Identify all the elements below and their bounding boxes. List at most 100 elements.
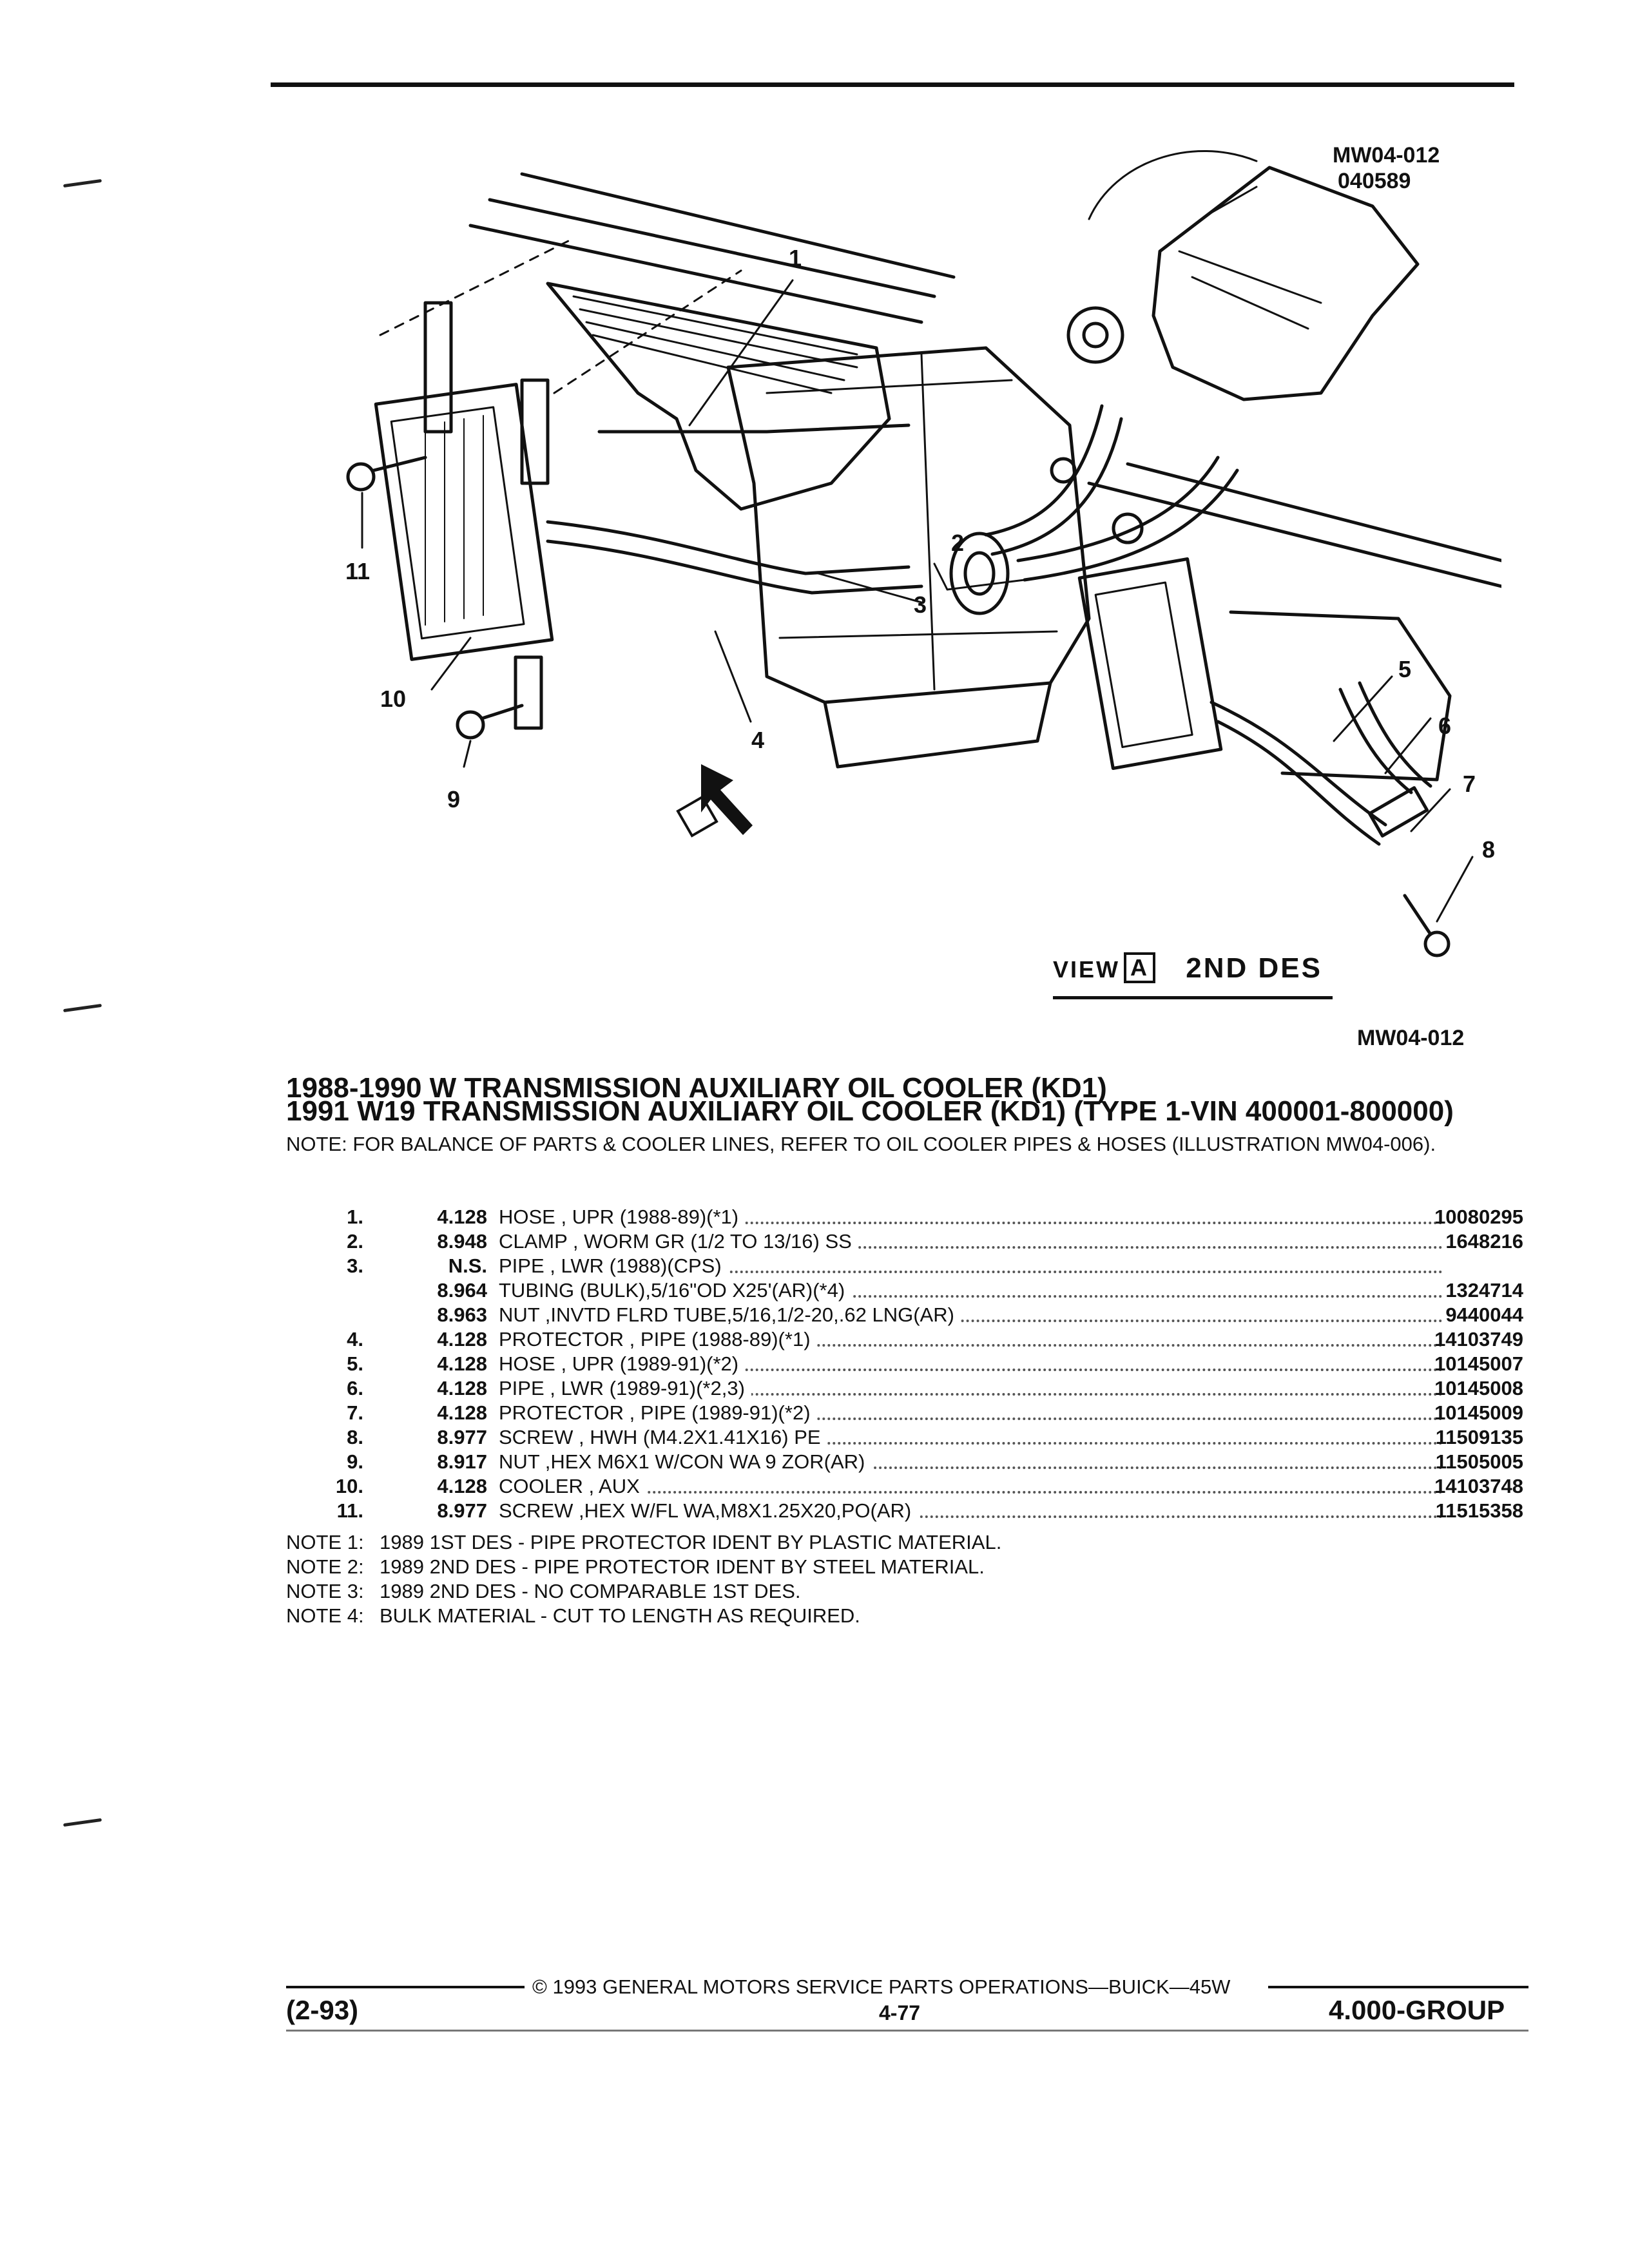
grille-slats <box>572 295 858 394</box>
group-ref: N.S. <box>448 1254 487 1277</box>
footer-rule-right <box>1268 1986 1528 1988</box>
footnote-text: 1989 2ND DES - NO COMPARABLE 1ST DES. <box>380 1580 801 1602</box>
aux-cooler-core <box>390 406 525 640</box>
part-description: NUT ,HEX M6X1 W/CON WA 9 ZOR(AR) <box>499 1450 1443 1474</box>
hood-line <box>468 224 923 324</box>
part-description: CLAMP , WORM GR (1/2 TO 13/16) SS <box>499 1229 1443 1254</box>
callout-8: 8 <box>1482 836 1496 863</box>
part-description: SCREW ,HEX W/FL WA,M8X1.25X20,PO(AR) <box>499 1499 1443 1523</box>
part-number: 10145007 <box>1434 1352 1523 1375</box>
item-number: 3. <box>347 1254 363 1277</box>
section-title-2: 1991 W19 TRANSMISSION AUXILIARY OIL COOL… <box>286 1095 1454 1127</box>
hose-upper <box>990 417 1123 556</box>
inset-body-line <box>1087 481 1501 588</box>
screw-11-shank <box>372 456 427 472</box>
inset-line <box>1216 720 1381 846</box>
group-ref: 8.917 <box>437 1450 487 1473</box>
footer-copyright: © 1993 GENERAL MOTORS SERVICE PARTS OPER… <box>532 1975 1231 1998</box>
part-description: PROTECTOR , PIPE (1989-91)(*2) <box>499 1401 1443 1425</box>
hose-lower <box>1023 468 1239 582</box>
part-number: 10145008 <box>1434 1377 1523 1399</box>
mount-bracket <box>520 378 550 485</box>
part-description: PROTECTOR , PIPE (1988-89)(*1) <box>499 1327 1443 1352</box>
part-number: 11515358 <box>1435 1499 1523 1522</box>
part-description: COOLER , AUX <box>499 1474 1443 1499</box>
transmission-detail <box>1088 149 1322 330</box>
part-description: HOSE , UPR (1988-89)(*1) <box>499 1205 1443 1229</box>
footnote-text: BULK MATERIAL - CUT TO LENGTH AS REQUIRE… <box>380 1604 860 1627</box>
scan-mark <box>63 178 102 188</box>
leader-2 <box>933 562 1026 591</box>
leader-7 <box>1410 788 1451 832</box>
illustration-id-bottom: MW04-012 <box>1357 1026 1465 1050</box>
part-row: 1. 4.128 HOSE , UPR (1988-89)(*1)10080295 <box>286 1205 1523 1229</box>
part-row: 3.N.S.PIPE , LWR (1988)(CPS) <box>286 1254 1523 1278</box>
group-ref: 4.128 <box>437 1328 487 1350</box>
alignment-line <box>379 237 575 336</box>
part-number: 10080295 <box>1434 1206 1523 1228</box>
scan-mark <box>63 1003 102 1013</box>
group-ref: 4.128 <box>437 1401 487 1424</box>
view-prefix: VIEW <box>1053 956 1121 983</box>
footnote-label: NOTE 2: <box>286 1555 364 1578</box>
inset-body-line <box>1126 462 1501 562</box>
hose-clamp <box>1050 457 1077 484</box>
hood-line <box>488 198 936 298</box>
part-number: 9440044 <box>1445 1303 1523 1326</box>
callout-10: 10 <box>380 686 407 712</box>
footnote-label: NOTE 4: <box>286 1604 364 1627</box>
callout-7: 7 <box>1463 771 1476 797</box>
part-description: TUBING (BULK),5/16"OD X25'(AR)(*4) <box>499 1278 1443 1303</box>
view-underline <box>1053 996 1333 999</box>
footnotes: NOTE 1:1989 1ST DES - PIPE PROTECTOR IDE… <box>286 1530 1001 1628</box>
footnote: NOTE 3: 1989 2ND DES - NO COMPARABLE 1ST … <box>286 1579 1001 1604</box>
inset-cooler <box>1077 557 1223 770</box>
part-number: 1648216 <box>1445 1230 1523 1253</box>
part-description: HOSE , UPR (1989-91)(*2) <box>499 1352 1443 1376</box>
footnote: NOTE 2:1989 2ND DES - PIPE PROTECTOR IDE… <box>286 1555 1001 1579</box>
item-number: 8. <box>347 1426 363 1448</box>
leader-3 <box>817 572 923 604</box>
item-number: 2. <box>347 1230 363 1253</box>
hood-line <box>520 172 956 279</box>
part-number: 1324714 <box>1445 1279 1523 1302</box>
footnote-label: NOTE 3: <box>286 1580 364 1602</box>
hose-upper <box>984 404 1104 537</box>
inset-protector <box>1367 786 1429 838</box>
view-letter-box: A <box>1124 952 1156 983</box>
leader-8 <box>1436 856 1474 923</box>
part-number: 14103749 <box>1434 1328 1523 1350</box>
parts-illustration <box>346 149 1501 957</box>
aux-cooler <box>374 383 554 661</box>
footer-date: (2-93) <box>286 1995 359 2025</box>
leader-9 <box>463 740 472 768</box>
section-title-1: 1988-1990 W TRANSMISSION AUXILIARY OIL C… <box>286 1072 1107 1104</box>
cooler-line <box>546 520 911 575</box>
group-ref: 8.977 <box>437 1426 487 1448</box>
part-description: SCREW , HWH (M4.2X1.41X16) PE <box>499 1425 1443 1450</box>
inset-cooler-core <box>1094 581 1193 748</box>
group-ref: 4.128 <box>437 1206 487 1228</box>
item-number: 1. <box>347 1206 363 1228</box>
inset-hose <box>1338 687 1413 794</box>
view-arrow-tag <box>676 795 718 838</box>
group-ref: 8.963 <box>437 1303 487 1326</box>
inset-shroud <box>1229 610 1452 782</box>
cooler-fins <box>425 415 484 626</box>
pipe-protector <box>949 532 1010 615</box>
view-suffix: 2ND DES <box>1186 952 1322 984</box>
leader-1 <box>688 279 794 427</box>
cooler-line <box>597 423 911 434</box>
item-number: 7. <box>347 1401 363 1424</box>
grille-panel <box>546 282 891 511</box>
